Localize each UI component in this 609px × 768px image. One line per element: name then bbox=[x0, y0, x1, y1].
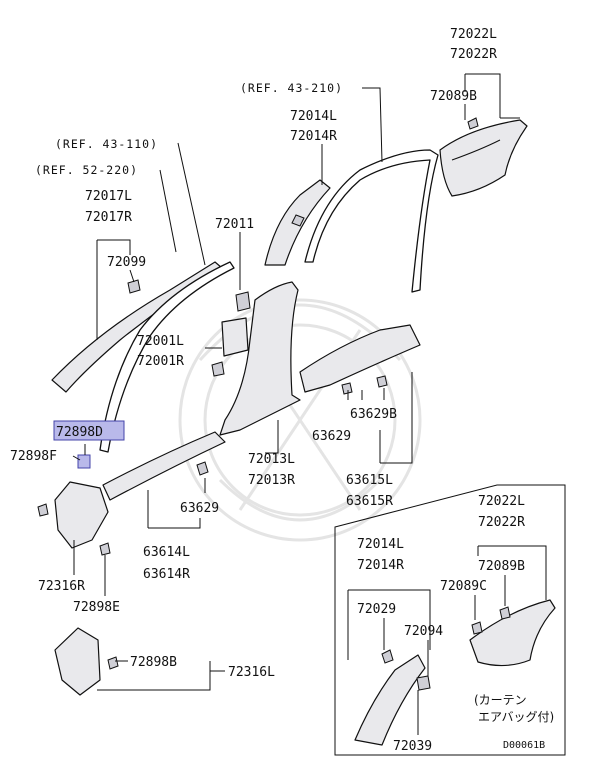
label-ref-52-220: (REF. 52-220) bbox=[35, 163, 138, 177]
part-72316L-cowl-trim[interactable] bbox=[54, 627, 119, 696]
label-72089B-top[interactable]: 72089B bbox=[430, 89, 477, 104]
label-72017R[interactable]: 72017R bbox=[85, 210, 132, 225]
label-72013L[interactable]: 72013L bbox=[248, 452, 295, 467]
watermark-emblem bbox=[178, 298, 422, 542]
label-72014R-top[interactable]: 72014R bbox=[290, 129, 337, 144]
label-72022R-box[interactable]: 72022R bbox=[478, 515, 525, 530]
label-63615L[interactable]: 63615L bbox=[346, 473, 393, 488]
label-ref-43-110: (REF. 43-110) bbox=[55, 137, 158, 151]
part-72898D-highlight bbox=[77, 454, 91, 469]
part-72316R-cowl-trim[interactable] bbox=[37, 454, 111, 556]
label-72898E[interactable]: 72898E bbox=[73, 600, 120, 615]
label-72039[interactable]: 72039 bbox=[393, 739, 432, 754]
label-72898B[interactable]: 72898B bbox=[130, 655, 177, 670]
label-72014L-top[interactable]: 72014L bbox=[290, 109, 337, 124]
label-63615R[interactable]: 63615R bbox=[346, 494, 393, 509]
label-63629-low[interactable]: 63629 bbox=[180, 501, 219, 516]
part-72022-inset-trim[interactable] bbox=[469, 599, 556, 667]
label-72013R[interactable]: 72013R bbox=[248, 473, 295, 488]
diagram-code: D00061B bbox=[503, 740, 545, 751]
label-72316L[interactable]: 72316L bbox=[228, 665, 275, 680]
part-72022-quarter-trim[interactable] bbox=[439, 117, 528, 197]
label-63614R[interactable]: 63614R bbox=[143, 567, 190, 582]
label-72316R[interactable]: 72316R bbox=[38, 579, 85, 594]
part-72011-clip[interactable] bbox=[235, 291, 251, 312]
part-front-weatherstrip[interactable] bbox=[99, 261, 235, 453]
part-63615-rear-scuff[interactable] bbox=[299, 324, 421, 395]
label-72022R-top[interactable]: 72022R bbox=[450, 47, 497, 62]
label-72022L-box[interactable]: 72022L bbox=[478, 494, 525, 509]
label-72089C[interactable]: 72089C bbox=[440, 579, 487, 594]
label-72089B-box[interactable]: 72089B bbox=[478, 559, 525, 574]
part-labels: 72022L 72022R 72089B (REF. 43-210) 72014… bbox=[10, 27, 554, 754]
inset-box bbox=[334, 484, 566, 756]
part-63614-front-scuff[interactable] bbox=[102, 431, 226, 501]
label-72017L[interactable]: 72017L bbox=[85, 189, 132, 204]
label-72898D-highlight-box bbox=[53, 420, 125, 441]
label-72898D[interactable]: 72898D bbox=[56, 425, 103, 440]
label-72011[interactable]: 72011 bbox=[215, 217, 254, 232]
part-72014-inset-trim[interactable] bbox=[354, 649, 431, 746]
label-curtain-note-line1: (カーテン bbox=[474, 693, 527, 707]
part-72014-upper-trim[interactable] bbox=[264, 179, 331, 266]
label-72898F[interactable]: 72898F bbox=[10, 449, 57, 464]
label-72001L[interactable]: 72001L bbox=[137, 334, 184, 349]
label-63629B[interactable]: 63629B bbox=[350, 407, 397, 422]
label-ref-43-210: (REF. 43-210) bbox=[240, 81, 343, 95]
label-72014R-box[interactable]: 72014R bbox=[357, 558, 404, 573]
part-72001-bracket[interactable] bbox=[211, 317, 249, 377]
label-72022L-top[interactable]: 72022L bbox=[450, 27, 497, 42]
part-72013-center-pillar-trim[interactable] bbox=[219, 281, 301, 436]
label-63629-mid[interactable]: 63629 bbox=[312, 429, 351, 444]
label-72099[interactable]: 72099 bbox=[107, 255, 146, 270]
label-72014L-box[interactable]: 72014L bbox=[357, 537, 404, 552]
part-door-weatherstrip[interactable] bbox=[304, 149, 439, 293]
label-curtain-note-line2: エアバッグ付) bbox=[478, 710, 554, 724]
label-63614L[interactable]: 63614L bbox=[143, 545, 190, 560]
label-72094[interactable]: 72094 bbox=[404, 624, 443, 639]
label-72029[interactable]: 72029 bbox=[357, 602, 396, 617]
label-72001R[interactable]: 72001R bbox=[137, 354, 184, 369]
leader-lines bbox=[72, 73, 547, 735]
